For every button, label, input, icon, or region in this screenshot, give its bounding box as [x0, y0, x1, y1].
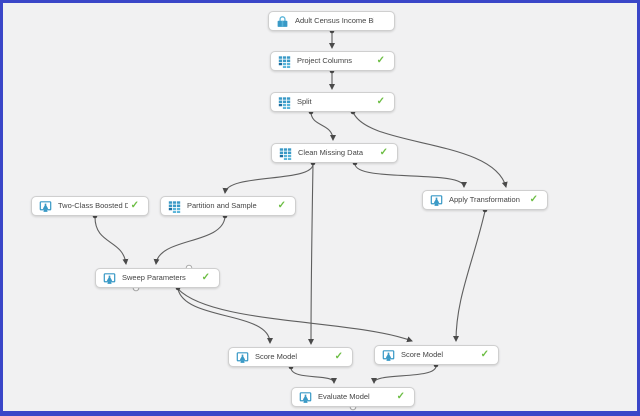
dataset-icon: [276, 15, 289, 29]
module-label: Split: [297, 97, 312, 106]
connection: [308, 163, 315, 345]
module-label: Adult Census Income Binary C...: [295, 16, 374, 25]
module-label: Evaluate Model: [318, 392, 370, 401]
success-check-icon: ✓: [277, 200, 286, 211]
success-check-icon: ✓: [130, 200, 139, 211]
connection: [177, 288, 273, 344]
experiment-icon: [103, 272, 116, 286]
connection: [290, 367, 337, 384]
connection: [371, 365, 437, 384]
module-label: Clean Missing Data: [298, 148, 364, 157]
module-label: Partition and Sample: [187, 201, 257, 210]
table-icon: [278, 55, 291, 69]
module-project-columns[interactable]: Project Columns ✓: [270, 51, 395, 71]
module-apply-transformation[interactable]: Apply Transformation ✓: [422, 190, 548, 210]
success-check-icon: ✓: [376, 96, 385, 107]
success-check-icon: ✓: [529, 194, 538, 205]
success-check-icon: ✓: [480, 349, 489, 360]
module-clean-missing-data[interactable]: Clean Missing Data ✓: [271, 143, 398, 163]
module-label: Sweep Parameters: [122, 273, 186, 282]
module-partition-and-sample[interactable]: Partition and Sample ✓: [160, 196, 296, 216]
module-score-model-right[interactable]: Score Model ✓: [374, 345, 499, 365]
success-check-icon: ✓: [334, 351, 343, 362]
connection: [352, 111, 508, 188]
success-check-icon: ✓: [396, 391, 405, 402]
module-two-class-boosted-decision-tree[interactable]: Two-Class Boosted Decision T... ✓: [31, 196, 149, 216]
module-split[interactable]: Split ✓: [270, 92, 395, 112]
connection: [177, 288, 413, 343]
experiment-icon: [382, 349, 395, 363]
table-icon: [278, 96, 291, 110]
connection: [453, 210, 486, 342]
module-evaluate-model[interactable]: Evaluate Model ✓: [291, 387, 415, 407]
connection: [354, 163, 467, 188]
success-check-icon: ✓: [376, 55, 385, 66]
connection: [153, 216, 226, 265]
connection: [94, 216, 129, 265]
connection: [222, 163, 314, 194]
success-check-icon: ✓: [201, 272, 210, 283]
module-label: Two-Class Boosted Decision T...: [58, 201, 128, 210]
table-icon: [168, 200, 181, 214]
experiment-icon: [430, 194, 443, 208]
module-label: Apply Transformation: [449, 195, 520, 204]
module-label: Score Model: [401, 350, 444, 359]
experiment-icon: [39, 200, 52, 214]
experiment-icon: [236, 351, 249, 365]
module-adult-census-income-dataset[interactable]: Adult Census Income Binary C...: [268, 11, 395, 31]
connection: [310, 111, 336, 141]
success-check-icon: ✓: [379, 147, 388, 158]
table-icon: [279, 147, 292, 161]
experiment-icon: [299, 391, 312, 405]
module-sweep-parameters[interactable]: Sweep Parameters ✓: [95, 268, 220, 288]
module-label: Project Columns: [297, 56, 353, 65]
module-label: Score Model: [255, 352, 298, 361]
module-score-model-left[interactable]: Score Model ✓: [228, 347, 353, 367]
